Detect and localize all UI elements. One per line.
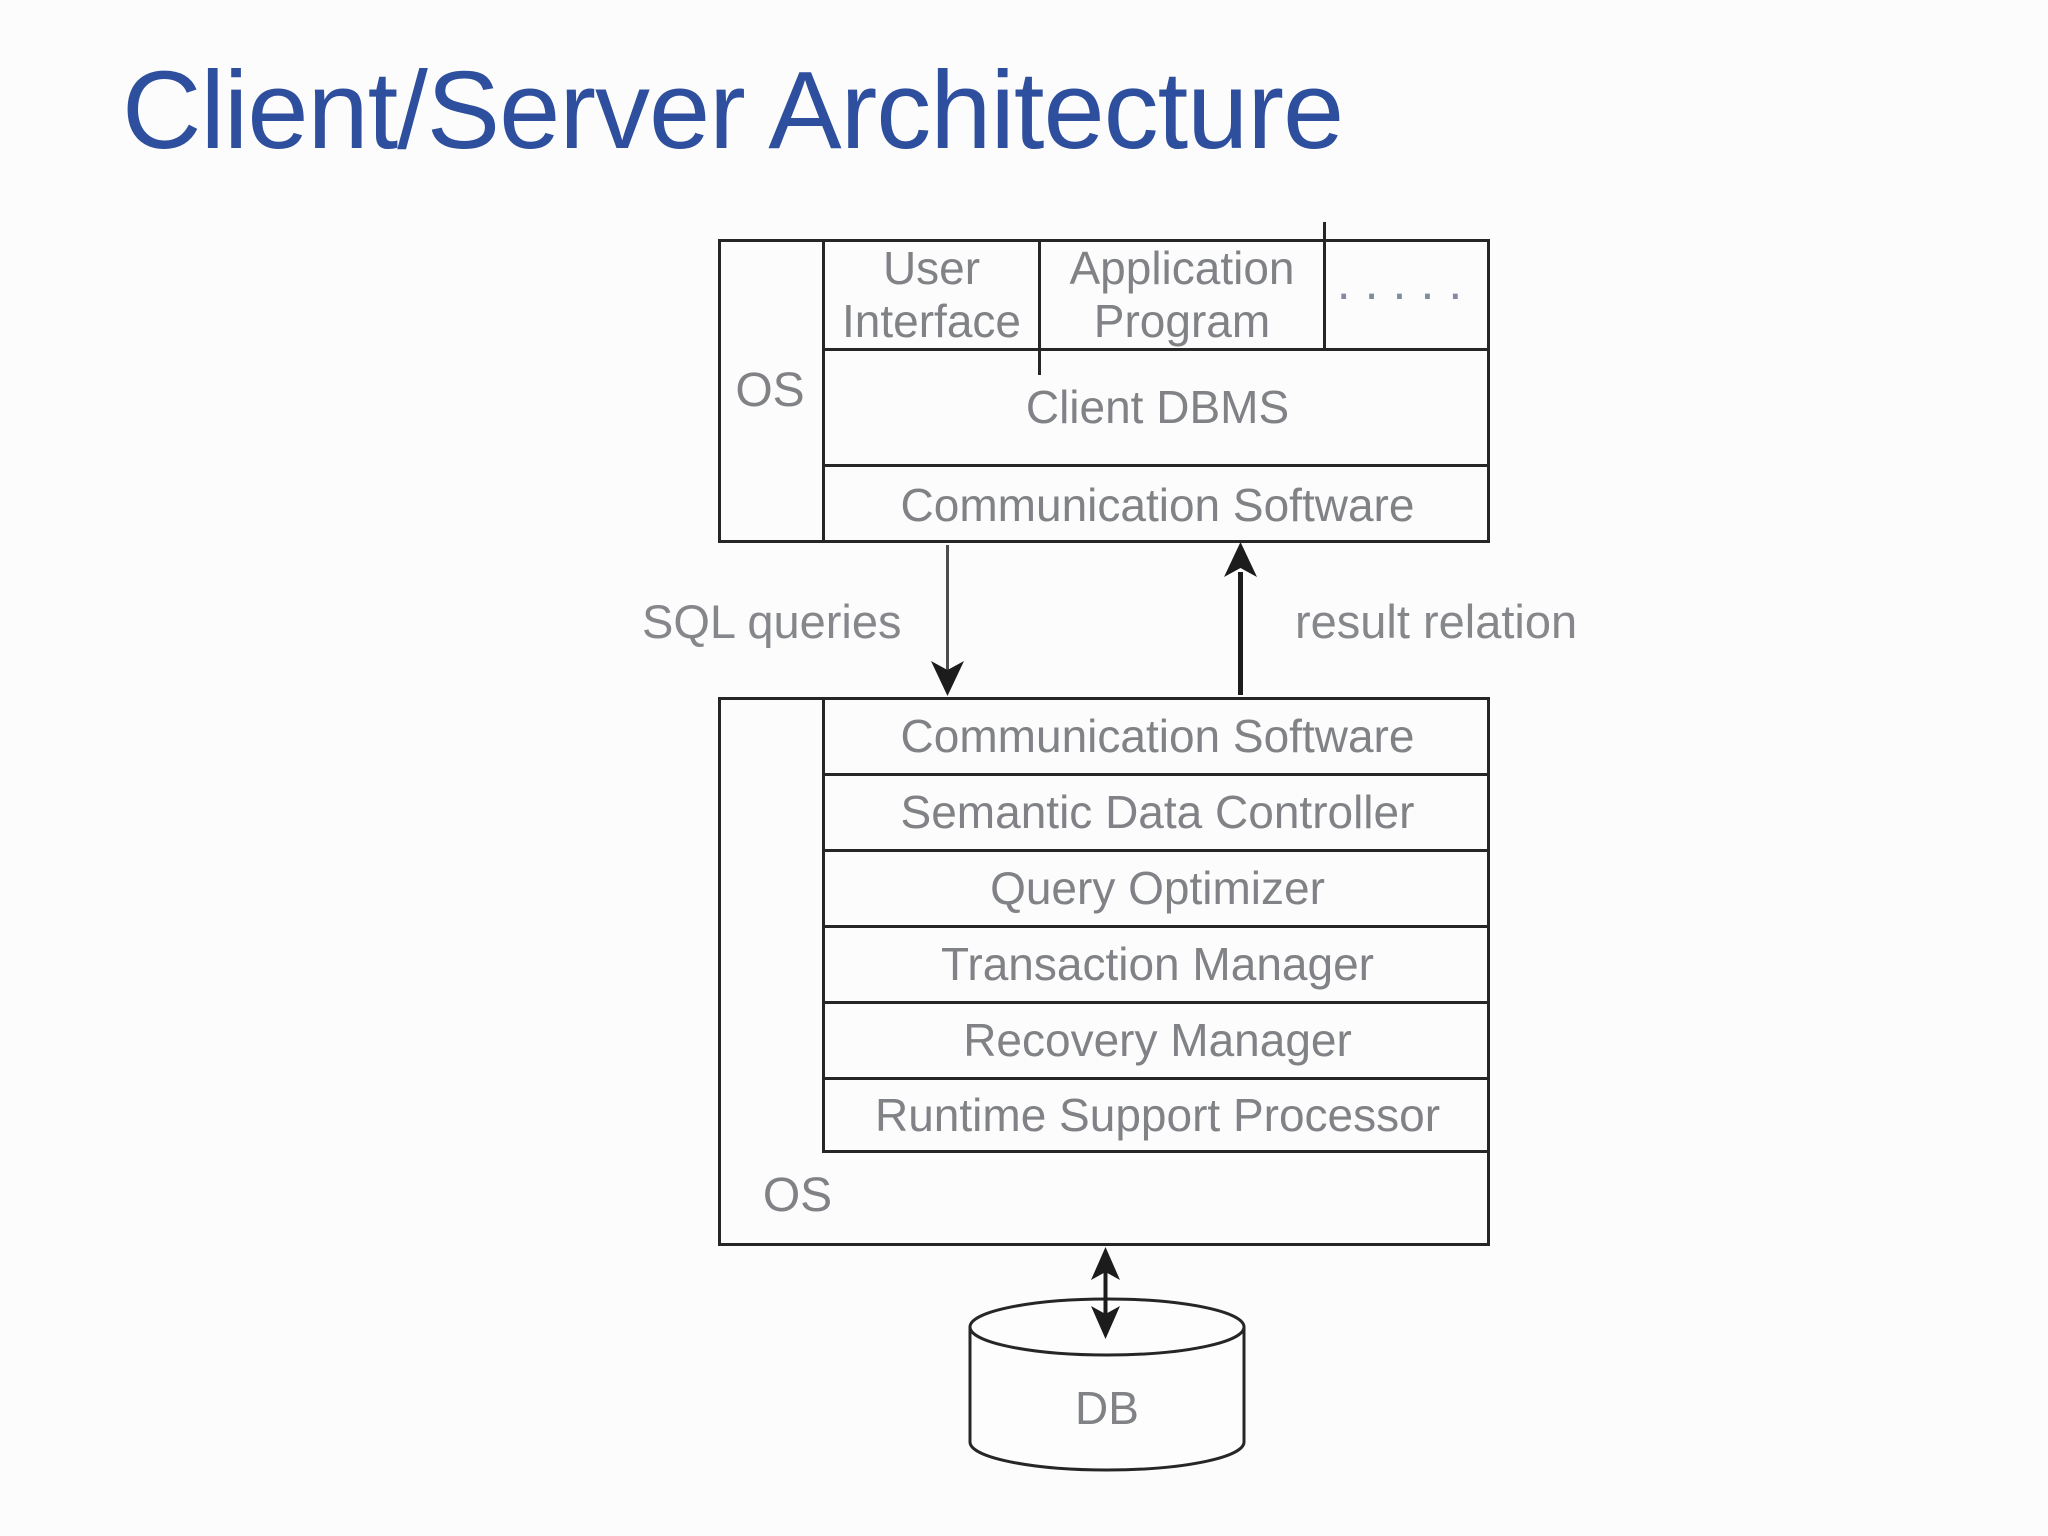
cell-application-program: Application Program: [1069, 242, 1295, 347]
server-row-separator-1: [822, 773, 1490, 776]
result-relation-arrow: [1224, 542, 1257, 695]
server-row-communication-software: Communication Software: [900, 710, 1415, 763]
client-box: [718, 239, 1490, 543]
client-cell-divider-1: [1038, 239, 1041, 375]
sql-queries-arrow: [931, 545, 964, 696]
client-os-divider: [822, 239, 825, 543]
result-relation-label: result relation: [1295, 595, 1578, 648]
client-cell-divider-2: [1323, 222, 1326, 351]
server-row-separator-5: [822, 1077, 1490, 1080]
server-row-semantic-data-controller: Semantic Data Controller: [900, 786, 1415, 839]
client-row1-separator: [822, 348, 1490, 351]
client-os-label: OS: [735, 364, 805, 418]
server-row-separator-2: [822, 849, 1490, 852]
sql-queries-label: SQL queries: [642, 595, 902, 648]
client-row2-separator: [822, 464, 1490, 467]
cell-ellipsis: .....: [1336, 254, 1477, 311]
db-access-arrow: [1091, 1247, 1120, 1339]
db-label: DB: [1075, 1381, 1139, 1434]
server-row-separator-4: [822, 1001, 1490, 1004]
db-cylinder: [968, 1297, 1246, 1472]
cell-user-interface: User Interface: [842, 242, 1021, 347]
server-row-runtime-support-processor: Runtime Support Processor: [874, 1088, 1441, 1141]
cell-client-communication-software: Communication Software: [900, 478, 1415, 531]
server-box: [718, 697, 1490, 1246]
cell-client-dbms: Client DBMS: [1025, 381, 1290, 434]
page-title: Client/Server Architecture: [122, 49, 1344, 172]
server-stack-bottom: [822, 1150, 1490, 1153]
server-row-recovery-manager: Recovery Manager: [963, 1014, 1352, 1067]
server-row-transaction-manager: Transaction Manager: [941, 938, 1374, 991]
server-os-label: OS: [762, 1169, 833, 1223]
server-row-query-optimizer: Query Optimizer: [990, 862, 1325, 915]
server-row-separator-3: [822, 925, 1490, 928]
